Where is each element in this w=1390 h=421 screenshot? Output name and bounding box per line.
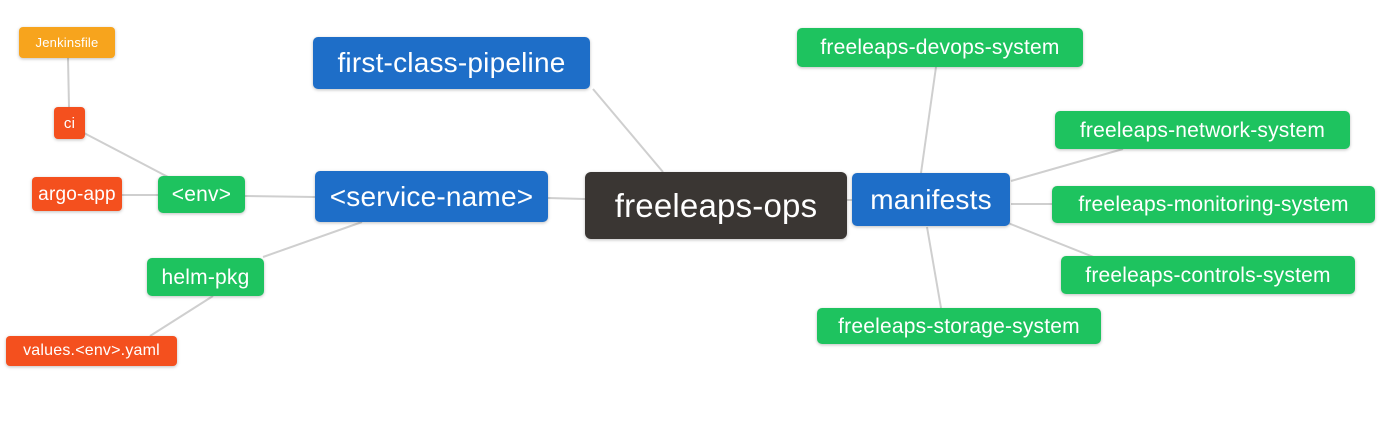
node-freeleaps-devops-system[interactable]: freeleaps-devops-system [797,28,1083,67]
node-values-env-yaml[interactable]: values.<env>.yaml [6,336,177,366]
node-first-class-pipeline[interactable]: first-class-pipeline [313,37,590,89]
node-freeleaps-network-system[interactable]: freeleaps-network-system [1055,111,1350,149]
node-manifests[interactable]: manifests [852,173,1010,226]
edge-ci-env [83,132,169,178]
node-freeleaps-ops[interactable]: freeleaps-ops [585,172,847,239]
edge-jenkinsfile-ci [67,57,70,108]
node-service-name[interactable]: <service-name> [315,171,548,222]
edge-manifests-devops [920,66,937,174]
edge-helm-pkg-service-name [262,221,363,258]
node-env[interactable]: <env> [158,176,245,213]
edge-service-name-freeleaps-ops [547,197,586,200]
node-freeleaps-controls-system[interactable]: freeleaps-controls-system [1061,256,1355,294]
node-jenkinsfile[interactable]: Jenkinsfile [19,27,115,58]
edge-values-helm-pkg [149,295,214,337]
edge-manifests-storage [926,226,942,309]
edge-pipeline-freeleaps-ops [592,88,664,173]
edge-env-service-name [244,195,316,198]
node-argo-app[interactable]: argo-app [32,177,122,211]
edge-manifests-controls [1007,222,1097,259]
node-helm-pkg[interactable]: helm-pkg [147,258,264,296]
node-freeleaps-monitoring-system[interactable]: freeleaps-monitoring-system [1052,186,1375,223]
node-freeleaps-storage-system[interactable]: freeleaps-storage-system [817,308,1101,344]
node-ci[interactable]: ci [54,107,85,139]
edge-manifests-network [1010,148,1124,182]
